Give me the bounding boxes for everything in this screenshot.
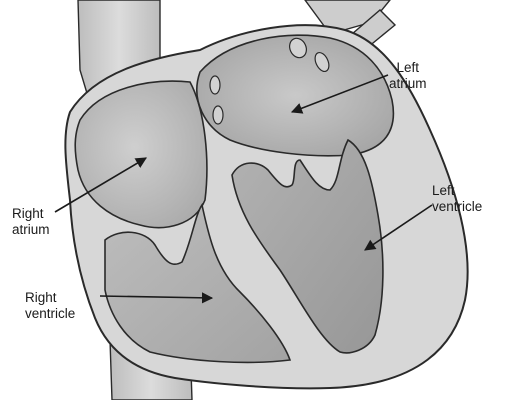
label-right-atrium-line2: atrium bbox=[12, 222, 50, 238]
label-right-atrium: Right atrium bbox=[12, 206, 50, 238]
label-right-ventricle-line1: Right bbox=[25, 290, 75, 306]
label-left-ventricle-line1: Left bbox=[432, 183, 482, 199]
label-left-atrium: Left atrium bbox=[389, 60, 427, 92]
label-left-atrium-line2: atrium bbox=[389, 76, 427, 92]
label-right-atrium-line1: Right bbox=[12, 206, 50, 222]
label-left-ventricle: Left ventricle bbox=[432, 183, 482, 215]
label-left-atrium-line1: Left bbox=[389, 60, 427, 76]
label-right-ventricle: Right ventricle bbox=[25, 290, 75, 322]
label-right-ventricle-line2: ventricle bbox=[25, 306, 75, 322]
label-left-ventricle-line2: ventricle bbox=[432, 199, 482, 215]
